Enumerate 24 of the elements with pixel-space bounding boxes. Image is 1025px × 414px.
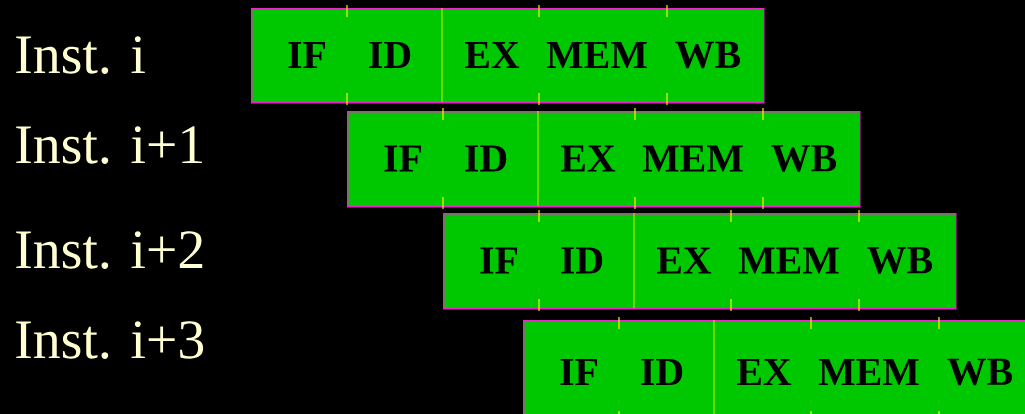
stage-label: ID [561, 247, 603, 274]
stage-label: EX [561, 145, 616, 172]
row-label: Inst. i+2 [16, 231, 203, 269]
stage-label: ID [465, 145, 507, 172]
stage-label: EX [737, 358, 792, 386]
stage-label: MEM [642, 145, 743, 172]
row-label: Inst. i+1 [16, 126, 202, 164]
stage-label: WB [675, 41, 741, 69]
row-label: Inst. i+3 [16, 321, 204, 359]
stage-label: IF [384, 145, 421, 172]
stage-label: EX [657, 247, 712, 274]
stage-label: MEM [818, 358, 919, 386]
stage-label: MEM [738, 247, 839, 274]
stage-label: MEM [546, 41, 647, 69]
stage-label: IF [560, 358, 597, 386]
row-label: Inst. i [16, 36, 145, 74]
stage-label: ID [369, 41, 411, 69]
stage-label: EX [465, 41, 520, 69]
stage-label: WB [771, 145, 837, 172]
stage-label: IF [288, 41, 325, 69]
stage-label: ID [641, 358, 683, 386]
stage-label: IF [480, 247, 517, 274]
stage-label: WB [947, 358, 1013, 386]
stage-label: WB [867, 247, 933, 274]
